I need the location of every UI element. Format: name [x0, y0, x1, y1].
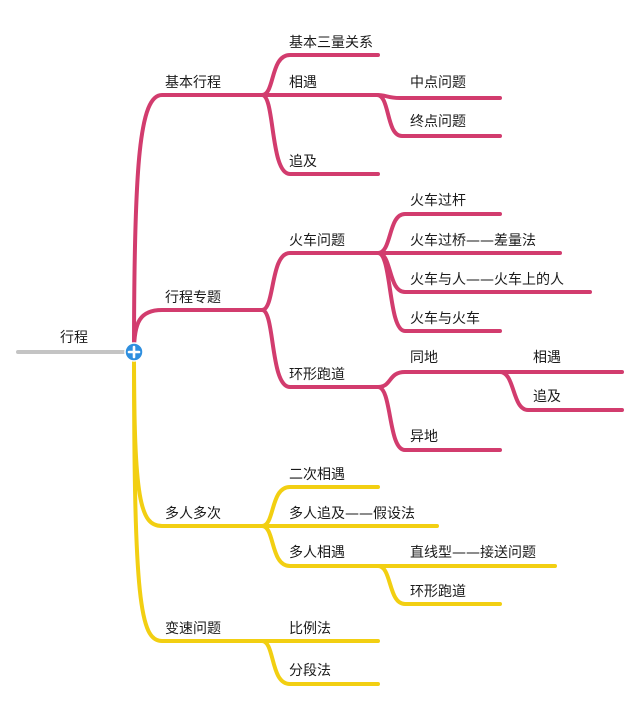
root-label: 行程 — [60, 330, 88, 346]
edge-multi-meet — [260, 524, 380, 568]
node-multi-track: 环形跑道 — [410, 584, 466, 600]
node-train-train: 火车与火车 — [410, 310, 480, 327]
edge-train-problems — [260, 251, 380, 312]
node-train-bridge: 火车过桥——差量法 — [410, 232, 536, 249]
node-variable-speed: 变速问题 — [165, 621, 221, 637]
node-travel-topics: 行程专题 — [165, 290, 221, 306]
node-three-quantities: 基本三量关系 — [289, 34, 373, 51]
edge-multi-person — [132, 350, 264, 528]
node-shuttle: 直线型——接送问题 — [410, 544, 536, 561]
node-same-chase: 追及 — [533, 389, 561, 405]
node-multi-chase: 多人追及——假设法 — [289, 505, 415, 522]
node-segment: 分段法 — [289, 663, 331, 679]
edge-train-train — [376, 251, 502, 333]
edge-multi-track — [376, 564, 502, 606]
edge-same-chase — [498, 370, 624, 412]
plus-circle-icon[interactable] — [124, 342, 144, 362]
node-train-person: 火车与人——火车上的人 — [410, 271, 564, 288]
edge-chase — [260, 93, 380, 176]
node-meet: 相遇 — [289, 75, 317, 91]
edge-three-quantities — [260, 53, 380, 97]
edge-basic-travel — [132, 93, 264, 354]
node-multi-meet: 多人相遇 — [289, 544, 345, 561]
node-endpoint: 终点问题 — [410, 114, 466, 130]
edge-different-place — [376, 385, 502, 452]
node-chase: 追及 — [289, 154, 317, 170]
node-same-meet: 相遇 — [533, 350, 561, 366]
edge-circular-track — [260, 308, 380, 389]
node-different-place: 异地 — [410, 429, 438, 445]
node-ratio: 比例法 — [289, 621, 331, 637]
node-train-pole: 火车过杆 — [410, 192, 466, 209]
edge-variable-speed — [132, 350, 264, 643]
node-same-place: 同地 — [410, 350, 438, 366]
edge-same-place — [376, 370, 502, 389]
edge-travel-topics — [132, 308, 264, 354]
edge-segment — [260, 639, 380, 686]
node-second-meet: 二次相遇 — [289, 467, 345, 483]
node-midpoint: 中点问题 — [410, 75, 466, 91]
node-multi-person: 多人多次 — [165, 505, 221, 522]
node-train-problems: 火车问题 — [289, 232, 345, 249]
edge-midpoint — [375, 93, 502, 100]
edge-endpoint — [375, 93, 502, 138]
node-basic-travel: 基本行程 — [165, 74, 221, 91]
node-circular-track: 环形跑道 — [289, 367, 345, 383]
